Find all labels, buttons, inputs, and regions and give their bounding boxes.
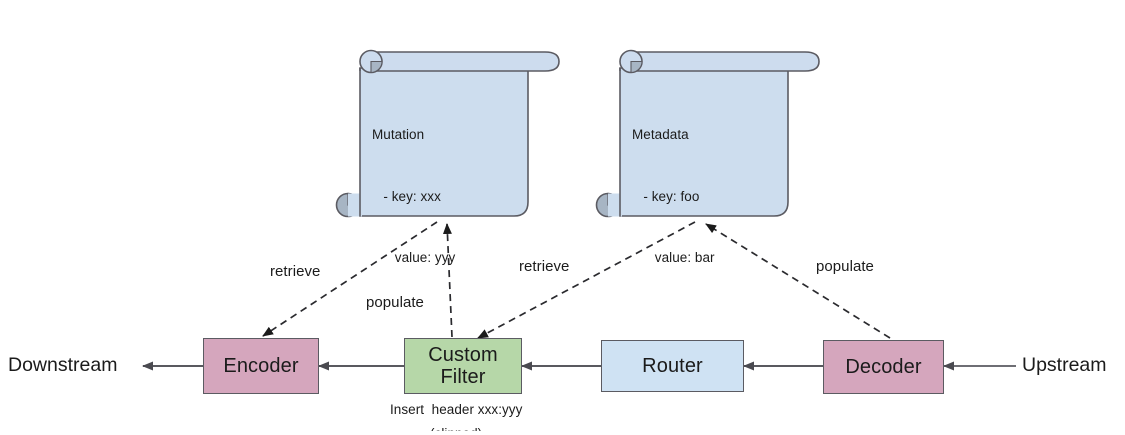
- edge-label-retrieve-left: retrieve: [270, 263, 321, 280]
- edge-label-populate-left: populate: [366, 294, 424, 311]
- node-decoder-label: Decoder: [845, 355, 922, 378]
- dashed-retrieve-metadata-to-customfilter: [477, 221, 696, 339]
- edge-label-populate-right: populate: [816, 258, 874, 275]
- dashed-populate-customfilter-to-mutation: [442, 223, 453, 338]
- node-custom-filter[interactable]: Custom Filter: [404, 338, 522, 394]
- scroll-metadata-text: Metadata - key: foo value: bar: [632, 84, 715, 310]
- dashed-retrieve-mutation-to-encoder: [262, 221, 438, 337]
- scroll-mutation-text: Mutation - key: xxx value: yyy: [372, 84, 455, 310]
- node-custom-filter-label-line2: Filter: [440, 366, 486, 388]
- node-encoder[interactable]: Encoder: [203, 338, 319, 394]
- scroll-mutation-title: Mutation: [372, 127, 425, 143]
- scroll-metadata-line3: value: bar: [632, 250, 715, 266]
- endpoint-downstream-label: Downstream: [8, 354, 118, 376]
- node-decoder[interactable]: Decoder: [823, 340, 944, 394]
- node-router[interactable]: Router: [601, 340, 744, 392]
- dashed-populate-decoder-to-metadata: [705, 223, 891, 339]
- scroll-metadata-line2: - key: foo: [632, 188, 700, 204]
- endpoint-upstream-label: Upstream: [1022, 354, 1107, 376]
- node-router-label: Router: [642, 354, 703, 377]
- scroll-mutation-line2: - key: xxx: [372, 188, 441, 204]
- caption-clipped-line: (clipped): [430, 426, 482, 431]
- scroll-shape-metadata: [595, 49, 820, 218]
- scroll-mutation-line3: value: yyy: [372, 250, 456, 266]
- node-custom-filter-label-line1: Custom: [428, 343, 498, 366]
- scroll-shape-mutation: [335, 49, 560, 218]
- edge-label-retrieve-right: retrieve: [519, 258, 570, 275]
- caption-insert-header: Insert header xxx:yyy: [390, 402, 523, 417]
- node-encoder-label: Encoder: [223, 354, 299, 377]
- scroll-metadata-title: Metadata: [632, 127, 689, 143]
